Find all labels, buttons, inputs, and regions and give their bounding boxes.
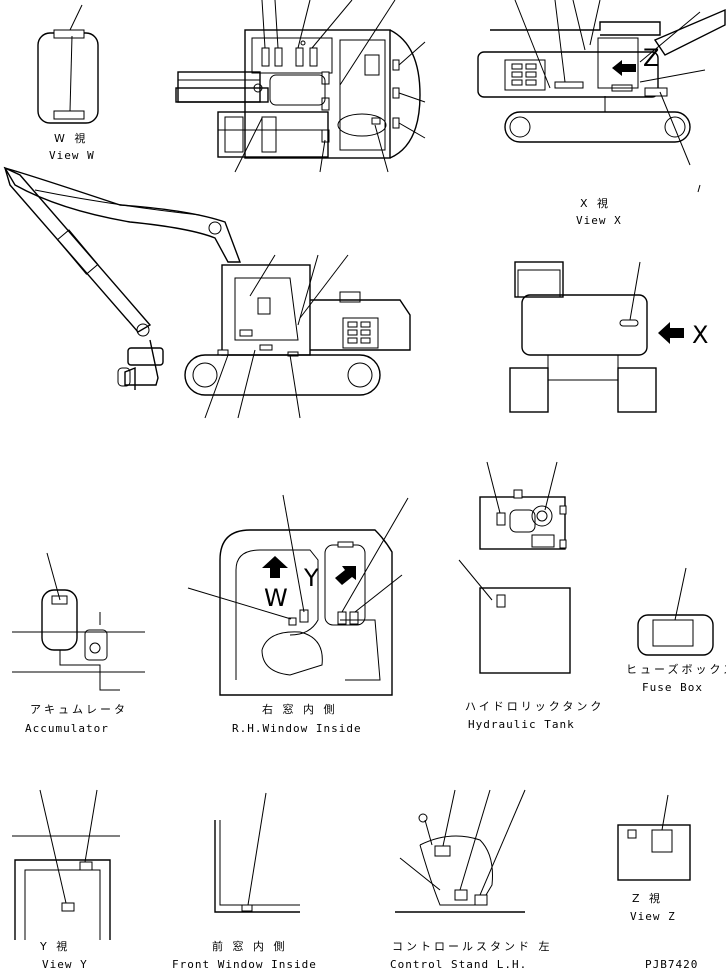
rh-window-drawing [187, 494, 409, 696]
control-stand-en-label: Control Stand L.H. [390, 958, 527, 971]
view-x-jp-label: X 視 [580, 196, 611, 210]
excavator-side-view-drawing [3, 166, 411, 419]
rh-window-w-marker: W [264, 584, 288, 612]
front-window-drawing [214, 792, 300, 913]
rh-window-jp-label: 右 窓 内 側 [262, 702, 338, 716]
view-y-en-label: View Y [42, 958, 88, 971]
rh-window-y-marker: Y [303, 564, 319, 592]
fuse-box-jp-label: ヒューズボックス [626, 662, 726, 676]
hydraulic-tank-en-label: Hydraulic Tank [468, 718, 575, 731]
view-w-drawing [37, 4, 99, 124]
accumulator-jp-label: アキュムレータ [30, 703, 128, 716]
view-x-arrow-marker: X [692, 321, 708, 349]
view-w-en-label: View W [49, 149, 95, 162]
fuse-box-en-label: Fuse Box [642, 681, 703, 694]
view-y-jp-label: Y 視 [39, 939, 70, 953]
view-x-z-marker: Z [643, 44, 659, 72]
view-x-side-drawing [477, 0, 726, 193]
view-y-drawing [12, 789, 120, 940]
hydraulic-tank-jp-label: ハイドロリックタンク [465, 700, 604, 713]
view-x-rear-drawing [509, 261, 684, 413]
view-z-jp-label: Z 視 [632, 891, 663, 905]
accumulator-drawing [12, 552, 145, 691]
view-w-jp-label: W 視 [54, 131, 88, 145]
hydraulic-tank-drawing [458, 461, 571, 674]
front-window-jp-label: 前 窓 内 側 [212, 939, 288, 953]
front-window-en-label: Front Window Inside [172, 958, 317, 971]
top-plan-view-drawing [175, 0, 426, 173]
control-stand-jp-label: コントロールスタンド 左 [392, 940, 553, 953]
accumulator-en-label: Accumulator [25, 722, 109, 735]
control-stand-drawing [395, 789, 526, 913]
rh-window-en-label: R.H.Window Inside [232, 722, 362, 735]
fuse-box-drawing [637, 567, 714, 656]
view-z-en-label: View Z [630, 910, 676, 923]
drawing-code: PJB7420 [645, 958, 698, 971]
view-x-en-label: View X [576, 214, 622, 227]
view-z-drawing [617, 794, 691, 881]
